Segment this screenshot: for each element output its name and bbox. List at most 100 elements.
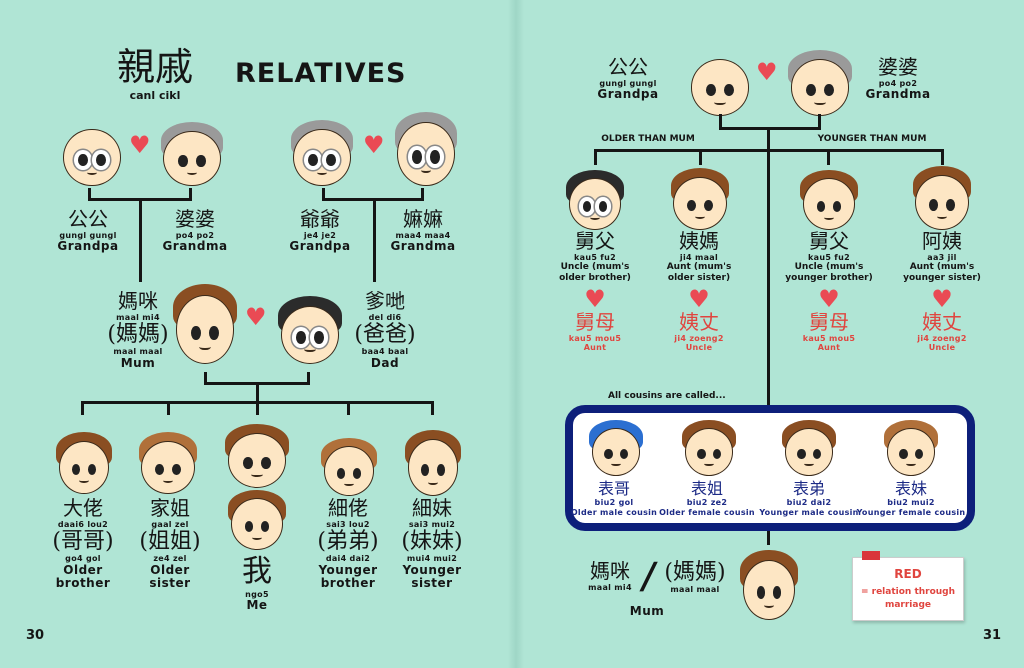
- connector-line: [189, 188, 192, 200]
- grandpa-face: [685, 50, 755, 116]
- face-part: [420, 168, 432, 174]
- face-part: [598, 201, 608, 212]
- face-part: [171, 464, 181, 476]
- title-english: RELATIVES: [235, 58, 407, 89]
- face-part: [582, 201, 592, 212]
- connector-line: [139, 198, 142, 282]
- older-sister-face: [136, 432, 200, 494]
- romanization: gaal zel: [151, 520, 189, 529]
- mum-face: [738, 550, 800, 620]
- english: Me: [246, 597, 268, 612]
- heart-icon: ♥: [584, 284, 606, 313]
- sibling-face: [222, 424, 292, 488]
- romanization: daai6 lou2: [57, 520, 109, 529]
- romanization: maa4 maa4: [395, 231, 451, 240]
- chinese-alt: (媽媽): [664, 560, 726, 585]
- romanization: gungl gungl: [59, 231, 117, 240]
- face-part: [673, 176, 727, 230]
- romanization-alt: baa4 baal: [361, 347, 409, 357]
- note-text: = relation through: [860, 587, 956, 597]
- chinese-alt: (哥哥): [52, 529, 114, 555]
- face-part: [58, 440, 110, 494]
- english: Younger: [318, 562, 378, 577]
- heart-icon: ♥: [818, 284, 840, 313]
- heart-icon: ♥: [363, 131, 385, 159]
- face-part: [929, 199, 939, 211]
- romanization: del di6: [368, 313, 402, 322]
- face-part: [96, 154, 106, 167]
- face-part: [397, 122, 455, 186]
- heart-icon: ♥: [756, 58, 778, 86]
- face-part: [568, 178, 622, 230]
- english: Grandpa: [597, 87, 659, 102]
- face-part: [802, 178, 856, 230]
- english: Grandma: [865, 87, 931, 102]
- chinese: 舅父: [574, 229, 615, 253]
- face-part: [814, 100, 826, 105]
- spouse-english: Uncle: [685, 343, 713, 353]
- connector-line: [594, 149, 944, 152]
- title-romanization: canl cikl: [129, 89, 181, 102]
- english-2: younger brother): [785, 272, 873, 283]
- chinese-alt: (媽媽): [107, 322, 169, 348]
- face-part: [261, 457, 271, 469]
- older-brother-face: [54, 432, 114, 494]
- romanization: biu2 gol: [594, 498, 634, 508]
- chinese: 嫲嫲: [402, 207, 443, 231]
- romanization-alt: maal maal: [670, 585, 720, 595]
- dad-face: [275, 296, 345, 364]
- english: Uncle (mum's: [560, 262, 630, 273]
- face-part: [326, 154, 336, 167]
- connector-line: [818, 114, 821, 129]
- english: Grandma: [162, 239, 228, 254]
- face-part: [694, 215, 706, 220]
- face-part: [742, 559, 796, 620]
- note-tab: [862, 551, 880, 560]
- connector-line: [81, 401, 84, 415]
- romanization-alt: go4 gol: [65, 554, 101, 564]
- romanization: biu2 dai2: [786, 498, 832, 508]
- book-gutter: [508, 0, 524, 668]
- chinese-alt: (妹妹): [401, 529, 463, 555]
- face-part: [812, 449, 821, 460]
- english: Younger: [402, 562, 462, 577]
- grandpa-paternal-face: [58, 120, 126, 186]
- spouse-english: Aunt: [583, 343, 607, 353]
- face-part: [936, 214, 948, 220]
- face-part: [784, 427, 834, 476]
- english: Older female cousin: [659, 507, 755, 517]
- face-part: [714, 100, 726, 105]
- romanization-alt: mui4 mui2: [406, 554, 458, 564]
- face-part: [697, 449, 706, 460]
- face-part: [412, 150, 422, 164]
- chinese-alt: (姐姐): [139, 529, 201, 555]
- grandma-face: [785, 50, 855, 116]
- romanization: maal mi4: [116, 313, 160, 322]
- face-part: [78, 154, 88, 167]
- chinese: 舅父: [808, 229, 849, 253]
- english-2: sister: [411, 576, 453, 591]
- face-part: [945, 199, 955, 211]
- connector-line: [719, 114, 722, 129]
- grandpa-face: [288, 120, 356, 186]
- face-part: [756, 586, 766, 599]
- grandma-face: [158, 122, 226, 186]
- label-mum-english: Mum: [629, 604, 665, 618]
- chinese: 爹哋: [364, 289, 405, 313]
- younger-brother-face: [319, 438, 379, 496]
- face-part: [704, 462, 714, 467]
- face-part: [436, 464, 445, 477]
- spouse-romanization: kau5 mou5: [568, 333, 622, 343]
- note-text-2: marriage: [884, 600, 932, 610]
- connector-line: [719, 127, 821, 130]
- spouse-chinese: 舅母: [574, 309, 615, 334]
- face-part: [906, 462, 916, 467]
